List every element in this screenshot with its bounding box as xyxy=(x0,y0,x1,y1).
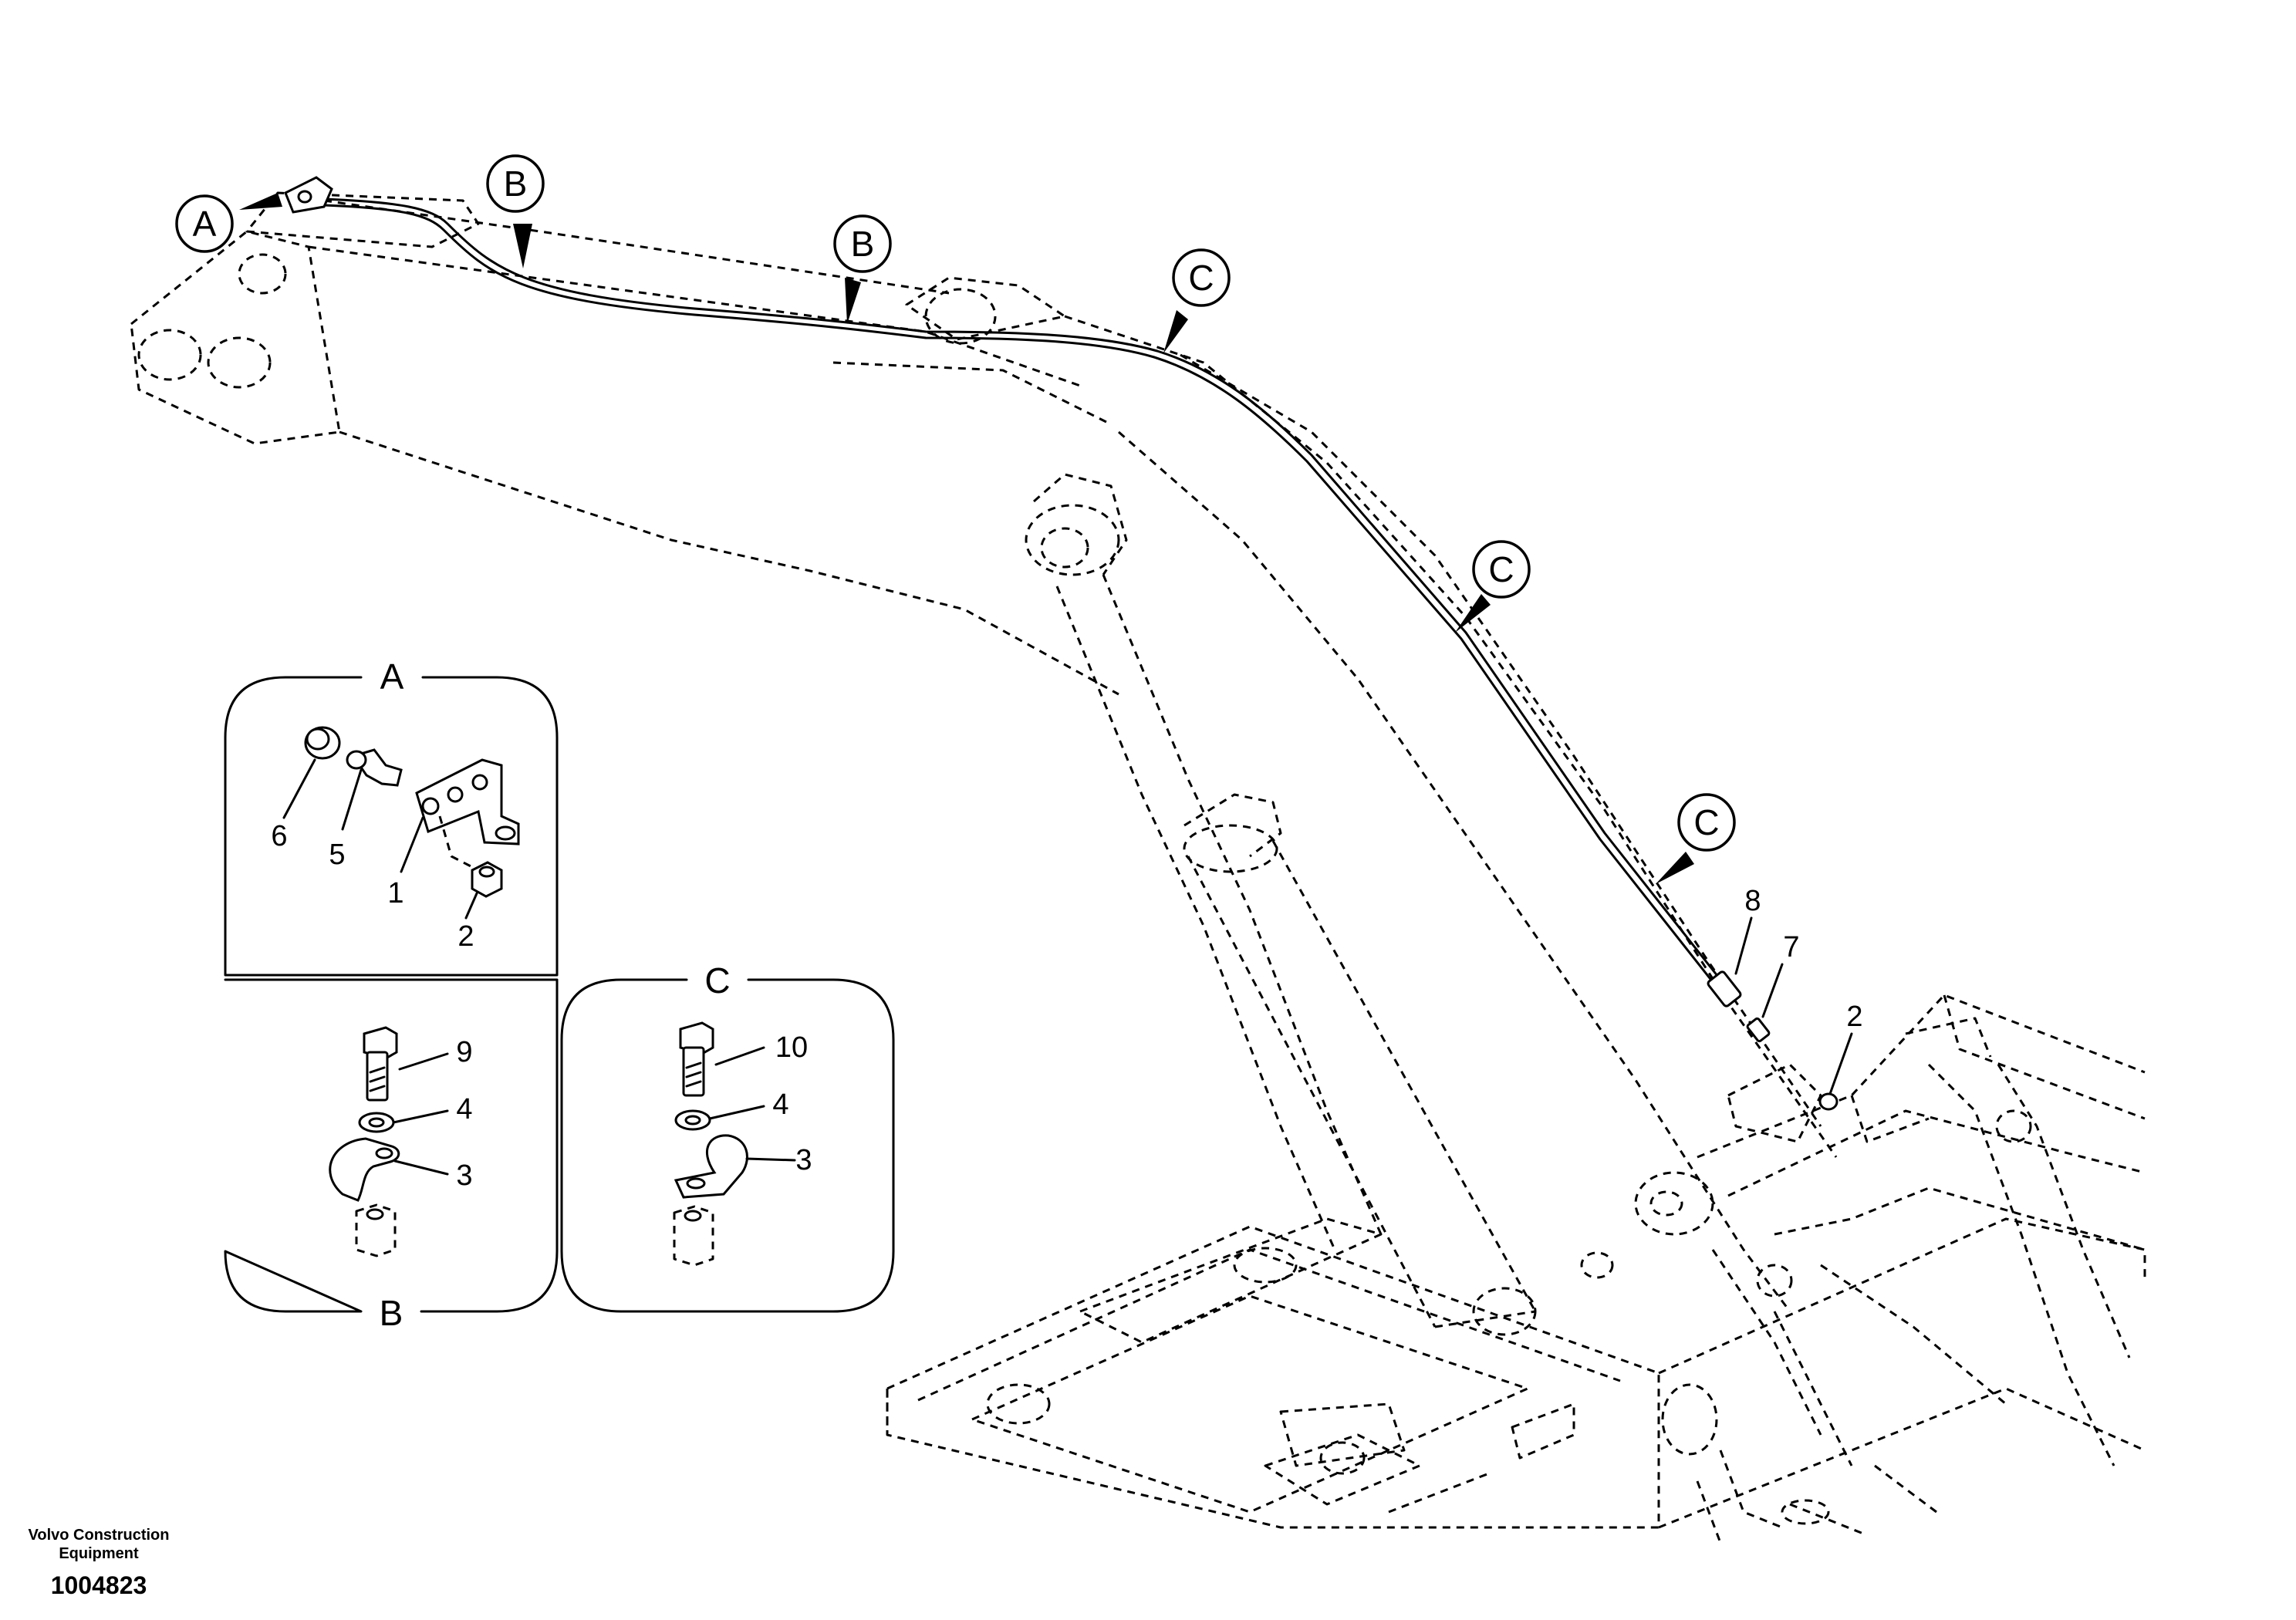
part-label-2-detail: 2 xyxy=(458,920,474,953)
grease-hose xyxy=(284,176,1838,1111)
drawing-number: 1004823 xyxy=(51,1571,147,1599)
callout-c-3: C xyxy=(1677,793,1736,852)
part-label-9: 9 xyxy=(456,1036,472,1068)
upper-frame xyxy=(1697,994,2146,1466)
part-label-10: 10 xyxy=(775,1031,808,1064)
boom-outline xyxy=(130,191,1838,1312)
part-label-4-c: 4 xyxy=(772,1088,788,1121)
svg-text:B: B xyxy=(851,224,875,264)
callout-pointers xyxy=(239,193,1694,884)
callout-c-2: C xyxy=(1472,540,1531,599)
part-label-4-b: 4 xyxy=(456,1093,472,1126)
part-label-6: 6 xyxy=(271,820,287,852)
svg-text:C: C xyxy=(1188,258,1214,298)
svg-text:A: A xyxy=(193,204,217,244)
part-label-5: 5 xyxy=(329,839,345,871)
part-label-3-b: 3 xyxy=(456,1159,472,1192)
brand-line-2: Equipment xyxy=(59,1545,139,1562)
part-label-3-c: 3 xyxy=(795,1144,812,1176)
footer: Volvo Construction Equipment 1004823 xyxy=(29,1527,170,1599)
callout-a: A xyxy=(175,194,234,253)
detail-panel-a-title: A xyxy=(380,656,404,697)
callout-b-2: B xyxy=(833,214,892,273)
detail-panel-a: A 6 5 1 2 xyxy=(224,656,559,977)
detail-panel-c: C 10 4 3 xyxy=(560,960,895,1313)
part-label-2: 2 xyxy=(1846,1001,1862,1033)
main-part-labels: 8 7 2 xyxy=(1734,885,1863,1095)
base-frame xyxy=(886,1217,2146,1544)
part-label-1: 1 xyxy=(387,877,403,910)
detail-panel-c-title: C xyxy=(704,960,730,1001)
svg-text:C: C xyxy=(1488,549,1514,589)
detail-panel-b: B 9 4 3 xyxy=(224,978,559,1333)
brand-line-1: Volvo Construction xyxy=(29,1527,170,1544)
callout-b-1: B xyxy=(486,154,545,213)
callout-c-1: C xyxy=(1172,248,1231,307)
svg-text:B: B xyxy=(504,164,528,204)
boom-cylinder xyxy=(1025,473,1614,1336)
svg-text:C: C xyxy=(1693,802,1719,842)
part-label-8: 8 xyxy=(1744,885,1761,917)
part-label-7: 7 xyxy=(1783,931,1799,964)
detail-panel-b-title: B xyxy=(380,1293,403,1333)
